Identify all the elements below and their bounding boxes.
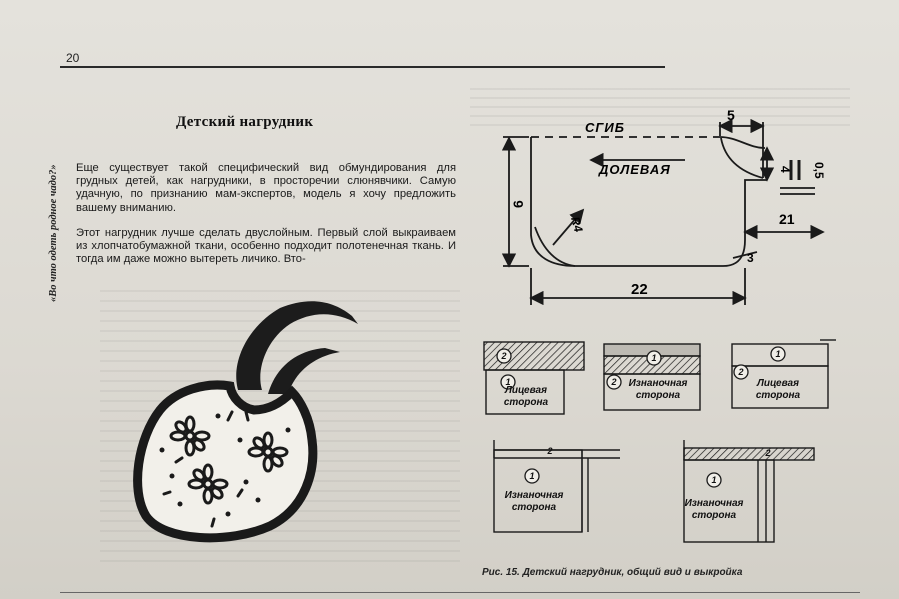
- dim-top-right: 5: [727, 107, 735, 123]
- dim-corner: 3: [747, 251, 754, 265]
- bib-pattern-diagram: СГИБ ДОЛЕВАЯ 5 6 R4 4 0,5 21 3 22: [501, 107, 826, 306]
- running-head: «Во что одеть родное чадо?»: [34, 70, 59, 310]
- page-number: 20: [66, 51, 80, 65]
- dim-radius: R4: [568, 215, 586, 234]
- bib-illustration: [133, 301, 358, 543]
- dim-height: 6: [510, 200, 526, 208]
- step1-num-1: 1: [505, 377, 510, 387]
- running-head-text: «Во что одеть родное чадо?»: [48, 164, 59, 302]
- figure-caption: Рис. 15. Детский нагрудник, общий вид и …: [482, 567, 743, 578]
- header-rule: [60, 66, 665, 68]
- step5-num-2: 2: [764, 448, 770, 458]
- flower-icon: [169, 415, 211, 457]
- step3-num-1: 1: [775, 349, 780, 359]
- step3-num-2: 2: [737, 367, 743, 377]
- step5-num-1: 1: [711, 475, 716, 485]
- fold-label: СГИБ: [585, 120, 625, 135]
- footer-rule: [60, 592, 860, 593]
- dim-small: 4: [778, 166, 792, 173]
- dim-width: 22: [631, 281, 648, 298]
- step2-num-2: 2: [610, 377, 616, 387]
- step1-num-2: 2: [500, 351, 506, 361]
- grain-label: ДОЛЕВАЯ: [598, 162, 671, 177]
- flower-icon: [187, 463, 229, 505]
- flower-icon: [247, 431, 289, 473]
- dim-inner-width: 21: [779, 211, 795, 227]
- step4-num-1: 1: [529, 471, 534, 481]
- paragraph-2: Этот нагрудник лучше сделать двуслойным.…: [76, 227, 456, 266]
- section-title: Детский нагрудник: [176, 114, 314, 130]
- dim-side: 0,5: [812, 162, 826, 179]
- paragraph-1: Еще существует такой специфический вид о…: [76, 162, 456, 214]
- step4-num-2: 2: [546, 446, 552, 456]
- bleed-through-text: [470, 88, 850, 128]
- step2-num-1: 1: [651, 353, 656, 363]
